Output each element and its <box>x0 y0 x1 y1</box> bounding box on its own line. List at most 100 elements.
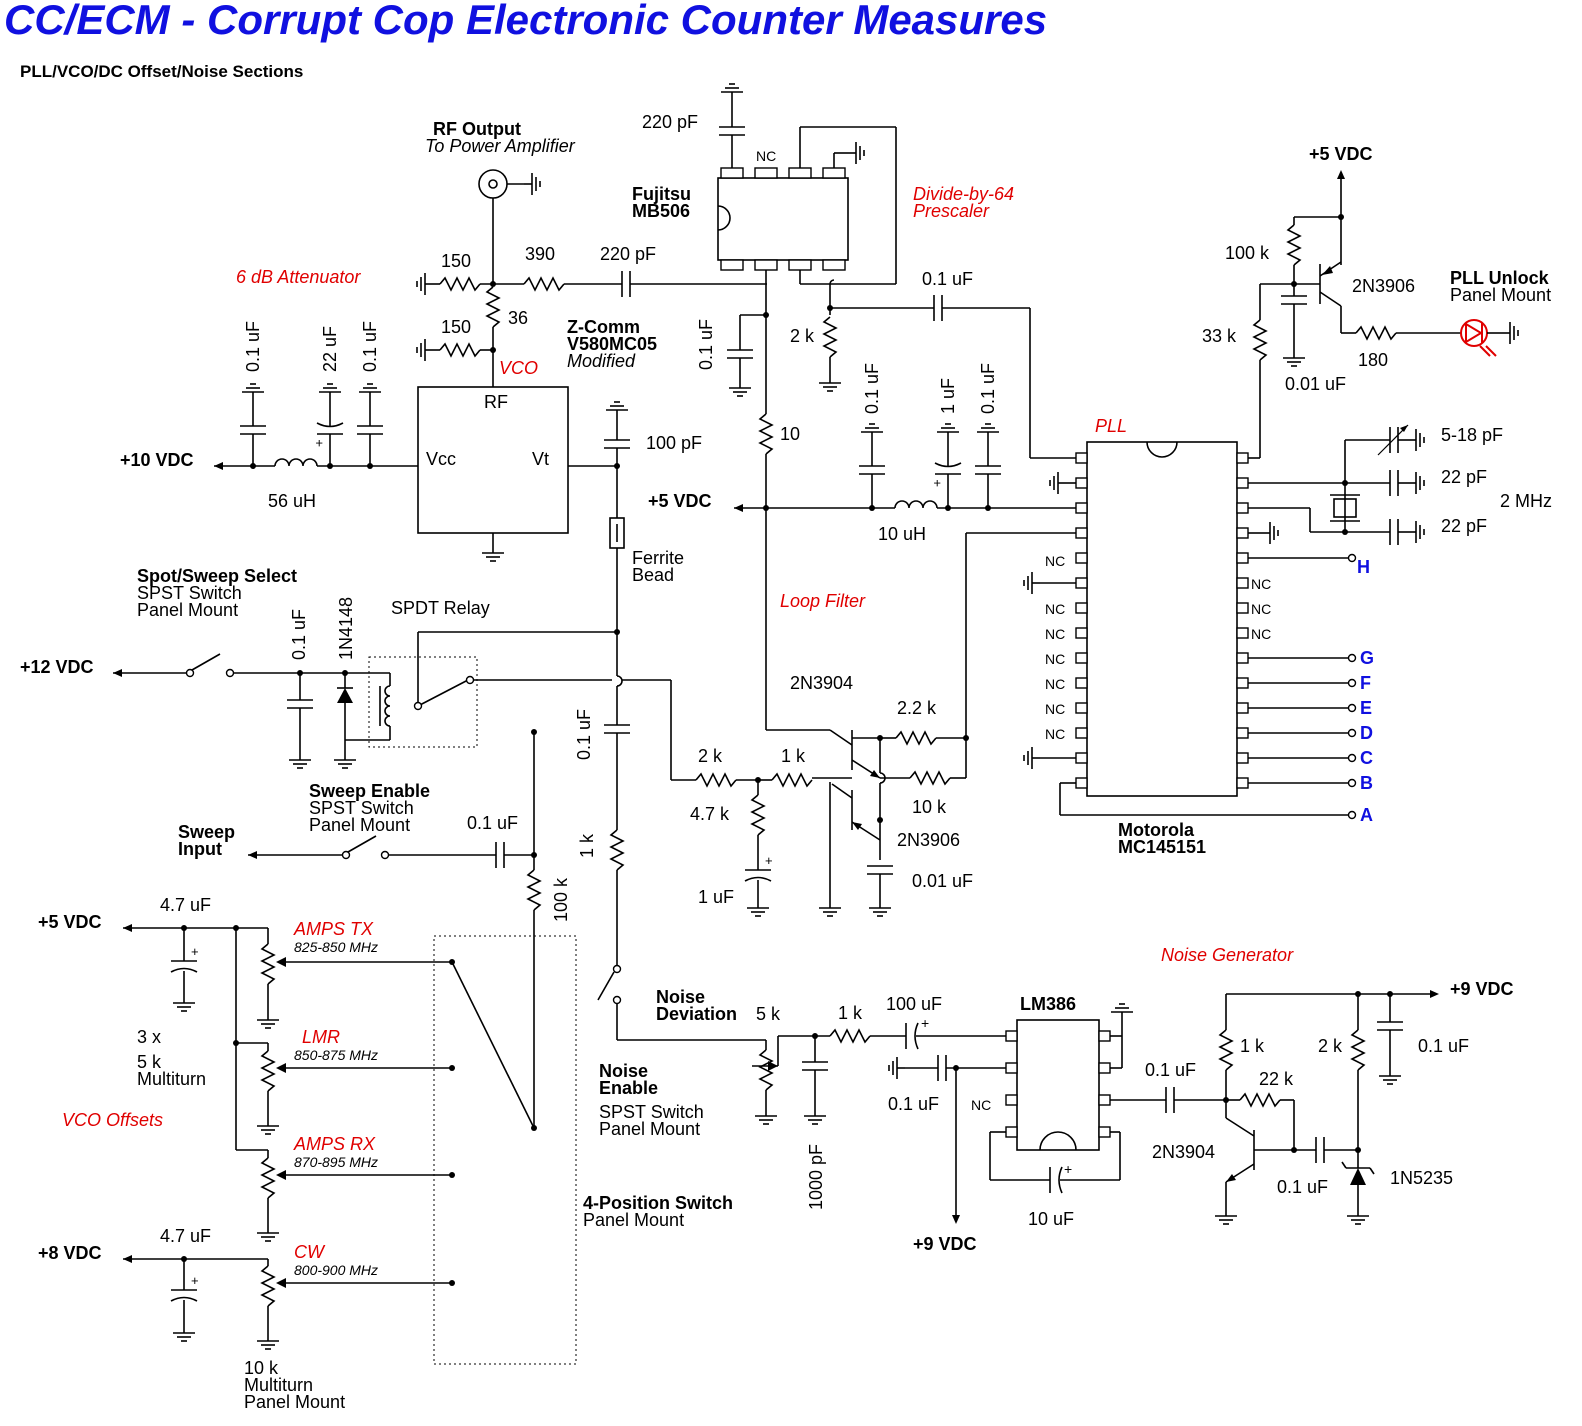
unlock-r1: 100 k <box>1225 243 1270 263</box>
lf-q2: 2N3906 <box>897 830 960 850</box>
output-g: G <box>1360 648 1374 668</box>
noise-dev-1: Noise <box>656 987 705 1007</box>
tune-r-1k: 1 k <box>577 833 597 858</box>
lf-q1: 2N3904 <box>790 673 853 693</box>
noise-q: 2N3904 <box>1152 1142 1215 1162</box>
switch-4pos-1: 4-Position Switch <box>583 1193 733 1213</box>
pll-ic: PLL Motorola MC145151 NC NC NC NC NC NC … <box>965 360 1552 857</box>
c10-1: 0.1 uF <box>243 321 263 372</box>
att-r3: 36 <box>508 308 528 328</box>
vco-offsets-section: +5 VDC 4.7 uF +8 VDC 4.7 uF AMPS TX 825-… <box>38 895 733 1412</box>
output-c: C <box>1360 748 1373 768</box>
pll-nc: NC <box>1045 626 1065 642</box>
page-title: CC/ECM - Corrupt Cop Electronic Counter … <box>4 0 1047 43</box>
band-range-3: 800-900 MHz <box>294 1262 378 1278</box>
sweep-input-2: Input <box>178 839 222 859</box>
noise-r2: 1 k <box>1240 1036 1265 1056</box>
pots-2: 5 k <box>137 1052 162 1072</box>
offsets-label: VCO Offsets <box>62 1110 163 1130</box>
pll-maker: Motorola <box>1118 820 1195 840</box>
prescaler-maker: Fujitsu <box>632 184 691 204</box>
c10-2: 22 uF <box>320 326 340 372</box>
prescaler-cap-dec: 0.1 uF <box>696 319 716 370</box>
pll-nc: NC <box>1045 676 1065 692</box>
band-name-2: AMPS RX <box>293 1134 376 1154</box>
ferrite-1: Ferrite <box>632 548 684 568</box>
pot10-2: Multiturn <box>244 1375 313 1395</box>
noise-c3: 1000 pF <box>806 1144 826 1210</box>
noise-sw-1: SPST Switch <box>599 1102 704 1122</box>
sweep-enable-title: Sweep Enable <box>309 781 430 801</box>
lf-r2: 2 k <box>698 746 723 766</box>
output-b: B <box>1360 773 1373 793</box>
attenuator: 6 dB Attenuator 150 390 220 pF 36 150 <box>236 244 767 387</box>
sweep-enable-section: Sweep Enable SPST Switch Panel Mount Swe… <box>178 729 571 1131</box>
tune-cap-100pf: 100 pF <box>646 433 702 453</box>
rf-output: RF Output To Power Amplifier <box>425 119 576 284</box>
sweep-cap: 0.1 uF <box>467 813 518 833</box>
output-d: D <box>1360 723 1373 743</box>
att-r4: 390 <box>525 244 555 264</box>
pll-nc: NC <box>1045 601 1065 617</box>
noise-c2: 0.1 uF <box>888 1094 939 1114</box>
lf-r3: 1 k <box>781 746 806 766</box>
vco-rf-pin: RF <box>484 392 508 412</box>
noise-r1: 1 k <box>838 1003 863 1023</box>
unlock-led-2: Panel Mount <box>1450 285 1551 305</box>
noise-amp: LM386 <box>1020 994 1076 1014</box>
noise-r4: 2 k <box>1318 1036 1343 1056</box>
lf-r5: 10 k <box>912 797 947 817</box>
noise-c5: 0.1 uF <box>1145 1060 1196 1080</box>
band-name-1: LMR <box>302 1027 340 1047</box>
spot-sweep-l2: SPST Switch <box>137 583 242 603</box>
spot-sweep-l3: Panel Mount <box>137 600 238 620</box>
unlock-cap: 0.01 uF <box>1285 374 1346 394</box>
vco-part-3: Modified <box>567 351 636 371</box>
unlock-led-1: PLL Unlock <box>1450 268 1550 288</box>
prescaler-label-2: Prescaler <box>913 201 990 221</box>
pll-supply-label: +5 VDC <box>648 491 712 511</box>
prescaler-ic: Fujitsu MB506 Divide-by-64 Prescaler NC … <box>632 83 1083 459</box>
noise-dev-2: Deviation <box>656 1004 737 1024</box>
noise-c4: 10 uF <box>1028 1209 1074 1229</box>
noise-en-2: Enable <box>599 1078 658 1098</box>
pll-part: MC145151 <box>1118 837 1206 857</box>
xtal-c2: 22 pF <box>1441 516 1487 536</box>
pll-unlock-section: +5 VDC 100 k 33 k 0.01 uF 2N3906 180 PLL… <box>1202 144 1551 394</box>
prescaler-cap-out: 0.1 uF <box>922 269 973 289</box>
supply-12v-label: +12 VDC <box>20 657 94 677</box>
pll-c2: 1 uF <box>938 378 958 414</box>
lf-c2: 0.01 uF <box>912 871 973 891</box>
pot10-3: Panel Mount <box>244 1392 345 1412</box>
pll-nc: NC <box>1045 651 1065 667</box>
attenuator-label: 6 dB Attenuator <box>236 267 361 287</box>
pll-c1: 0.1 uF <box>862 363 882 414</box>
noise-pot: 5 k <box>756 1004 781 1024</box>
noise-supply: +9 VDC <box>1450 979 1514 999</box>
svg-text:+: + <box>921 1015 929 1031</box>
sweep-enable-l3: Panel Mount <box>309 815 410 835</box>
sweep-r: 100 k <box>551 877 571 922</box>
pot10-1: 10 k <box>244 1358 279 1378</box>
pll-label: PLL <box>1095 416 1127 436</box>
output-h: H <box>1357 557 1370 577</box>
pll-c3: 0.1 uF <box>978 363 998 414</box>
spot-sweep-section: Spot/Sweep Select SPST Switch Panel Moun… <box>20 566 696 781</box>
pots-3: Multiturn <box>137 1069 206 1089</box>
tune-cap-01uf: 0.1 uF <box>574 709 594 760</box>
lf-r4: 4.7 k <box>690 804 730 824</box>
pots-1: 3 x <box>137 1027 161 1047</box>
xtal-c1: 22 pF <box>1441 467 1487 487</box>
prescaler-label-1: Divide-by-64 <box>913 184 1014 204</box>
noise-r3: 22 k <box>1259 1069 1294 1089</box>
pll-nc: NC <box>1251 601 1271 617</box>
vco-part-1: Z-Comm <box>567 317 640 337</box>
c10-3: 0.1 uF <box>360 321 380 372</box>
band-range-2: 870-895 MHz <box>294 1154 378 1170</box>
offsets-cap5: 4.7 uF <box>160 895 211 915</box>
offsets-supply8: +8 VDC <box>38 1243 102 1263</box>
prescaler-cap-top: 220 pF <box>642 112 698 132</box>
noise-en-1: Noise <box>599 1061 648 1081</box>
pll-nc: NC <box>1045 701 1065 717</box>
